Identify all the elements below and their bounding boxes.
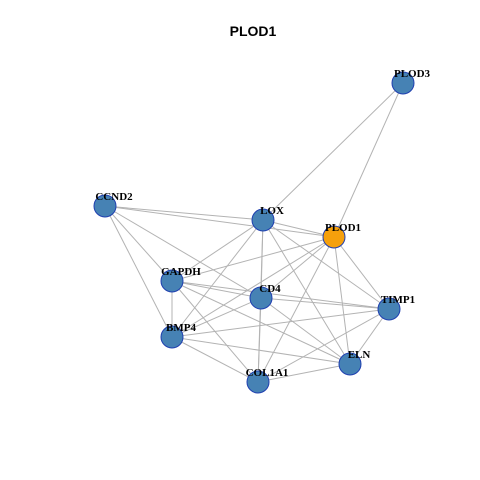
node-circle[interactable] [251,208,275,232]
edge-plod1-eln [333,236,351,365]
node-circle[interactable] [249,286,273,310]
edge-gapdh-cd4 [171,280,262,299]
edge-cd4-eln [260,297,351,365]
edge-lox-eln [262,219,351,365]
node-label: ELN [348,349,371,361]
edge-ccnd2-lox [104,205,264,221]
edge-bmp4-col1a1 [171,336,259,383]
node-label: CD4 [259,283,281,295]
edge-lox-plod1 [262,219,335,238]
edge-timp1-col1a1 [257,308,390,383]
node-cd4[interactable]: CD4 [249,283,281,310]
node-plod3[interactable]: PLOD3 [391,68,431,95]
node-col1a1[interactable]: COL1A1 [246,367,289,394]
node-label: PLOD3 [394,68,431,80]
node-label: GAPDH [161,266,201,278]
node-ccnd2[interactable]: CCND2 [93,191,133,218]
node-label: BMP4 [166,322,196,334]
edge-ccnd2-bmp4 [104,205,173,338]
edge-gapdh-eln [171,280,351,365]
node-label: COL1A1 [246,367,289,379]
node-circle[interactable] [93,194,117,218]
edge-plod1-bmp4 [171,236,335,338]
edge-cd4-col1a1 [257,297,262,383]
node-lox[interactable]: LOX [251,205,284,232]
node-circle[interactable] [391,71,415,95]
node-circle[interactable] [338,352,362,376]
edge-eln-col1a1 [257,363,351,383]
edge-lox-gapdh [171,219,264,282]
node-circle[interactable] [246,370,270,394]
node-circle[interactable] [160,269,184,293]
node-label: PLOD1 [325,222,361,234]
node-label: CCND2 [95,191,133,203]
node-bmp4[interactable]: BMP4 [160,322,196,349]
edge-bmp4-eln [171,336,351,365]
node-label: TIMP1 [381,294,415,306]
edge-plod3-plod1 [333,82,404,238]
node-circle[interactable] [322,225,346,249]
edge-timp1-bmp4 [171,308,390,338]
node-plod1[interactable]: PLOD1 [322,222,361,249]
edge-plod1-gapdh [171,236,335,282]
edge-cd4-bmp4 [171,297,262,338]
node-circle[interactable] [377,297,401,321]
edge-plod3-lox [262,82,404,221]
edge-gapdh-timp1 [171,280,390,310]
node-gapdh[interactable]: GAPDH [160,266,201,293]
node-timp1[interactable]: TIMP1 [377,294,415,321]
edge-lox-timp1 [262,219,390,310]
edge-ccnd2-gapdh [104,205,173,282]
edge-ccnd2-cd4 [104,205,262,299]
edge-plod1-timp1 [333,236,390,310]
node-circle[interactable] [160,325,184,349]
node-label: LOX [260,205,284,217]
edge-lox-bmp4 [171,219,264,338]
diagram-title: PLOD1 [230,23,277,39]
edge-ccnd2-plod1 [104,205,335,238]
edge-plod1-cd4 [260,236,335,299]
edge-cd4-timp1 [260,297,390,310]
edge-plod1-col1a1 [257,236,335,383]
node-eln[interactable]: ELN [338,349,371,376]
